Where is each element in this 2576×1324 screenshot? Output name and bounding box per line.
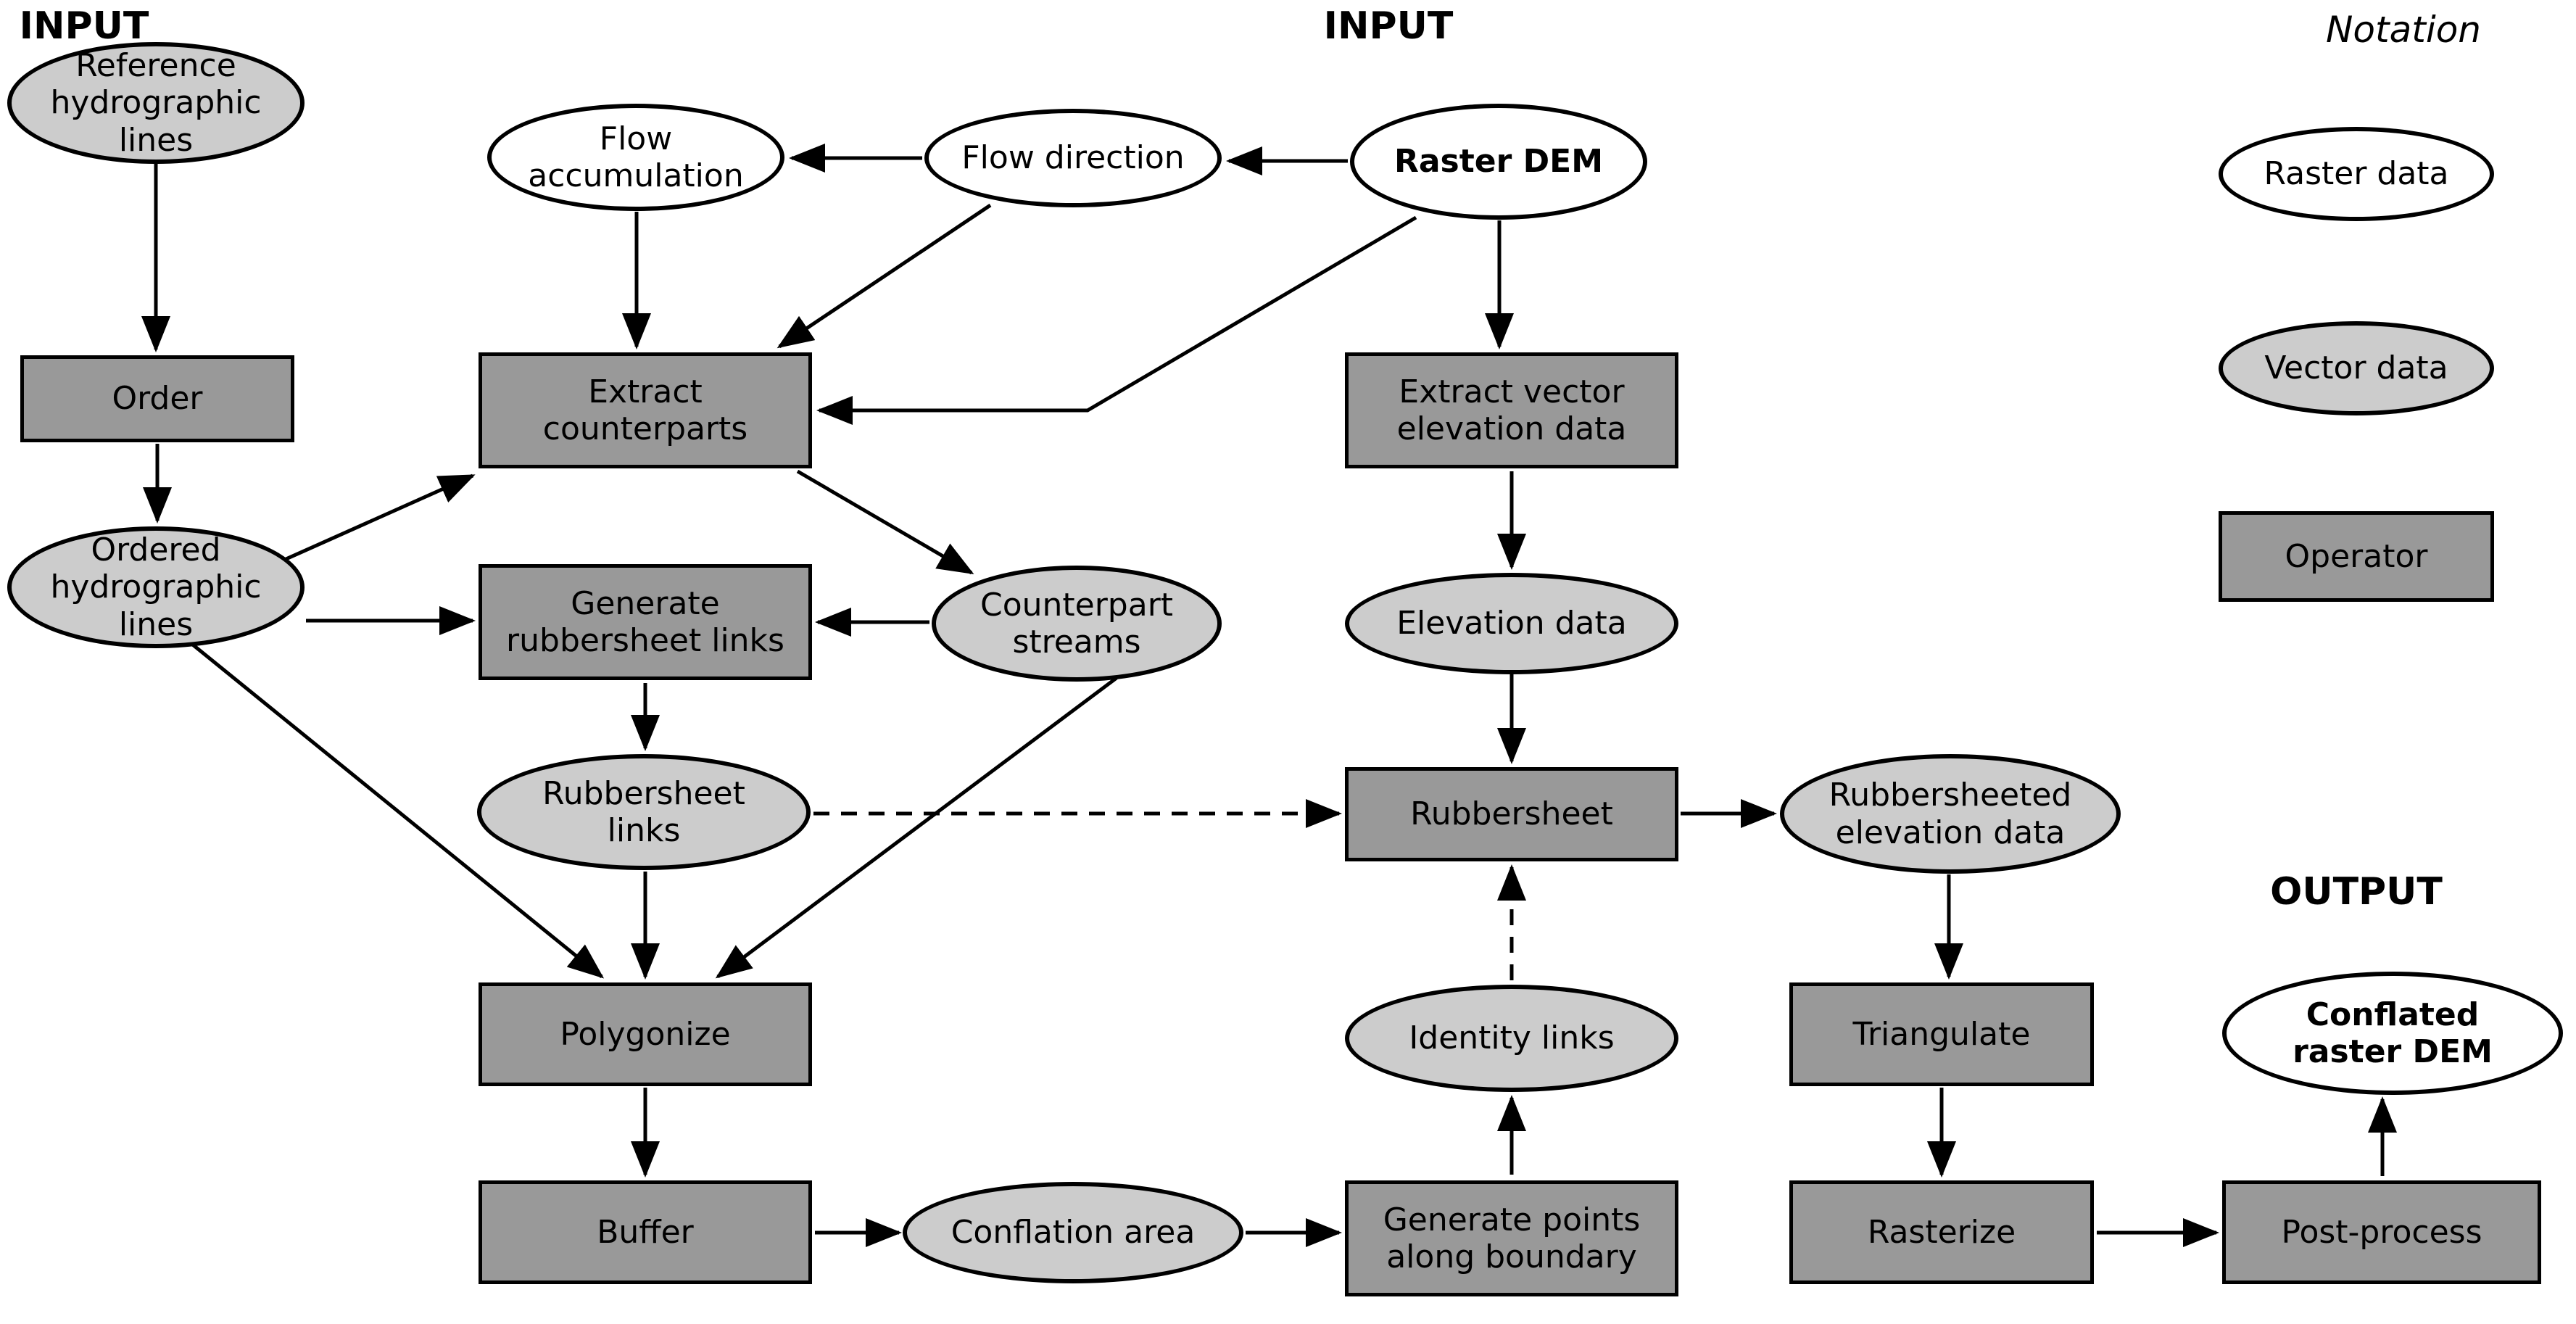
node-label: Operator [2285, 537, 2428, 575]
node-conflation-area[interactable]: Conflation area [903, 1182, 1243, 1283]
node-label: Elevation data [1396, 605, 1627, 642]
node-label: Conflation area [951, 1214, 1196, 1251]
node-label: Counterpart streams [980, 586, 1174, 661]
node-label: Identity links [1409, 1019, 1615, 1057]
node-label: Extract vector elevation data [1396, 373, 1627, 447]
edge-extract-counterparts-to-counterpart-streams [796, 469, 974, 575]
node-rasterize[interactable]: Rasterize [1789, 1180, 2094, 1284]
node-label: Ordered hydrographic lines [50, 531, 262, 643]
node-buffer[interactable]: Buffer [479, 1180, 812, 1284]
legend-item-legend-raster[interactable]: Raster data [2219, 127, 2494, 221]
node-label: Rasterize [1867, 1213, 2016, 1251]
node-conflated-raster-dem[interactable]: Conflated raster DEM [2222, 972, 2563, 1095]
node-label: Rubbersheet [1410, 795, 1613, 833]
node-order[interactable]: Order [20, 355, 294, 442]
node-label: Generate rubbersheet links [506, 584, 784, 659]
legend-item-legend-operator[interactable]: Operator [2219, 511, 2494, 602]
node-label: Polygonize [560, 1015, 731, 1053]
node-polygonize[interactable]: Polygonize [479, 982, 812, 1086]
node-rubbersheet-links[interactable]: Rubbersheet links [477, 754, 811, 870]
node-extract-vector-elevation-data[interactable]: Extract vector elevation data [1345, 352, 1678, 468]
node-post-process[interactable]: Post-process [2222, 1180, 2541, 1284]
node-flow-direction[interactable]: Flow direction [924, 109, 1222, 207]
node-label: Flow accumulation [528, 120, 744, 194]
node-triangulate[interactable]: Triangulate [1789, 982, 2094, 1086]
section-label-input-mid: INPUT [1323, 4, 1454, 48]
section-label-output: OUTPUT [2270, 870, 2443, 914]
node-generate-rubbersheet-links[interactable]: Generate rubbersheet links [479, 564, 812, 680]
section-label-input-left: INPUT [19, 4, 149, 48]
node-reference-hydrographic-lines[interactable]: Reference hydrographic lines [7, 42, 305, 164]
node-flow-accumulation[interactable]: Flow accumulation [487, 104, 784, 211]
node-label: Post-process [2281, 1213, 2482, 1251]
node-label: Rubbersheet links [542, 774, 745, 849]
edge-raster-dem-to-extract-counterparts [816, 215, 1417, 425]
node-extract-counterparts[interactable]: Extract counterparts [479, 352, 812, 468]
node-generate-points-along-boundary[interactable]: Generate points along boundary [1345, 1180, 1678, 1296]
notation-title: Notation [2325, 9, 2481, 51]
node-rubbersheet[interactable]: Rubbersheet [1345, 767, 1678, 861]
node-label: Vector data [2264, 349, 2448, 387]
node-label: Raster data [2264, 155, 2449, 193]
edge-flow-direction-to-extract-counterparts [776, 203, 992, 349]
node-ordered-hydrographic-lines[interactable]: Ordered hydrographic lines [7, 526, 305, 648]
node-label: Buffer [597, 1213, 694, 1251]
node-counterpart-streams[interactable]: Counterpart streams [932, 566, 1222, 682]
node-label: Triangulate [1852, 1015, 2031, 1053]
node-label: Reference hydrographic lines [50, 46, 262, 159]
node-label: Flow direction [961, 139, 1185, 177]
node-label: Raster DEM [1393, 143, 1604, 181]
node-label: Generate points along boundary [1383, 1201, 1641, 1275]
node-label: Order [112, 380, 203, 418]
edge-ordered-hydrographic-lines-to-extract-counterparts [281, 473, 476, 563]
legend-item-legend-vector[interactable]: Vector data [2219, 321, 2494, 415]
node-elevation-data[interactable]: Elevation data [1345, 573, 1678, 674]
node-label: Conflated raster DEM [2293, 996, 2493, 1070]
node-rubbersheeted-elevation-data[interactable]: Rubbersheeted elevation data [1780, 754, 2121, 874]
node-identity-links[interactable]: Identity links [1345, 985, 1678, 1092]
node-label: Rubbersheeted elevation data [1829, 777, 2072, 851]
node-raster-dem[interactable]: Raster DEM [1350, 104, 1647, 220]
node-label: Extract counterparts [542, 373, 748, 447]
